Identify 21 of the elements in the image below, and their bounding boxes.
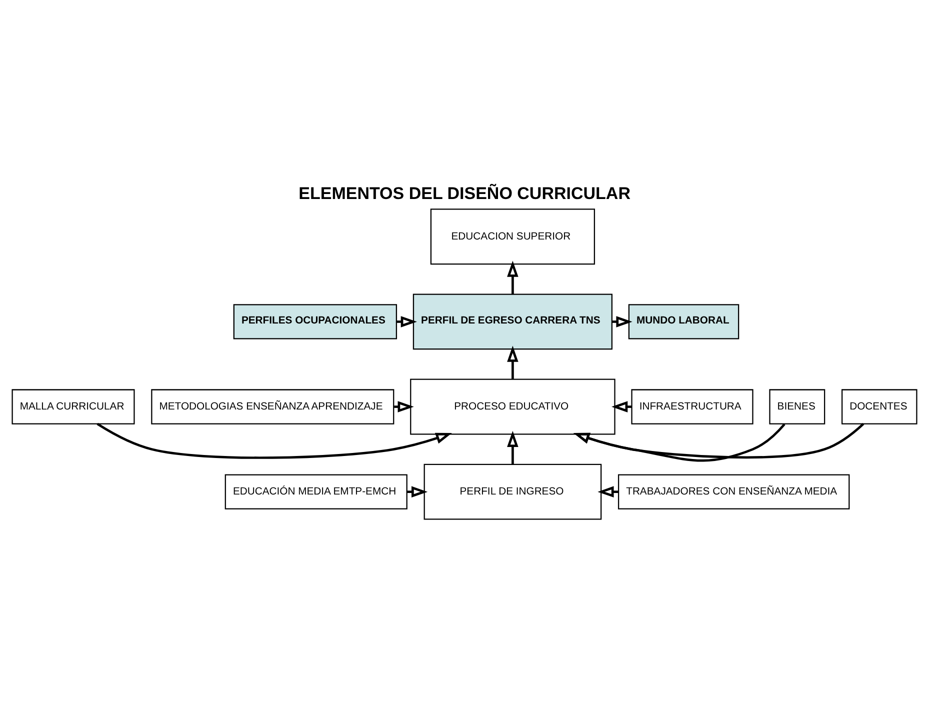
node-box: MALLA CURRICULAR	[12, 389, 135, 424]
node-box: PROCESO EDUCATIVO	[410, 378, 616, 435]
node-box: PERFIL DE INGRESO	[424, 464, 602, 520]
arrow	[507, 430, 518, 464]
arrow	[573, 422, 864, 459]
node-box: EDUCACIÓN MEDIA EMTP-EMCH	[224, 474, 408, 510]
node-box: METODOLOGIAS ENSEÑANZA APRENDIZAJE	[151, 389, 394, 424]
node-box: MUNDO LABORAL	[628, 304, 740, 340]
arrow	[96, 422, 452, 459]
arrow	[507, 260, 518, 294]
arrow	[507, 346, 518, 380]
node-box: TRABAJADORES CON ENSEÑANZA MEDIA	[618, 474, 850, 510]
node-box: EDUCACION SUPERIOR	[430, 208, 596, 265]
node-box: BIENES	[769, 389, 826, 424]
node-box: PERFIL DE EGRESO CARRERA TNS	[412, 294, 612, 350]
node-box: INFRAESTRUCTURA	[631, 389, 754, 424]
node-box: PERFILES OCUPACIONALES	[233, 304, 398, 340]
arrow	[396, 316, 417, 328]
node-box: DOCENTES	[841, 389, 918, 424]
diagram-title: ELEMENTOS DEL DISEÑO CURRICULAR	[298, 184, 630, 204]
arrow	[573, 423, 786, 462]
